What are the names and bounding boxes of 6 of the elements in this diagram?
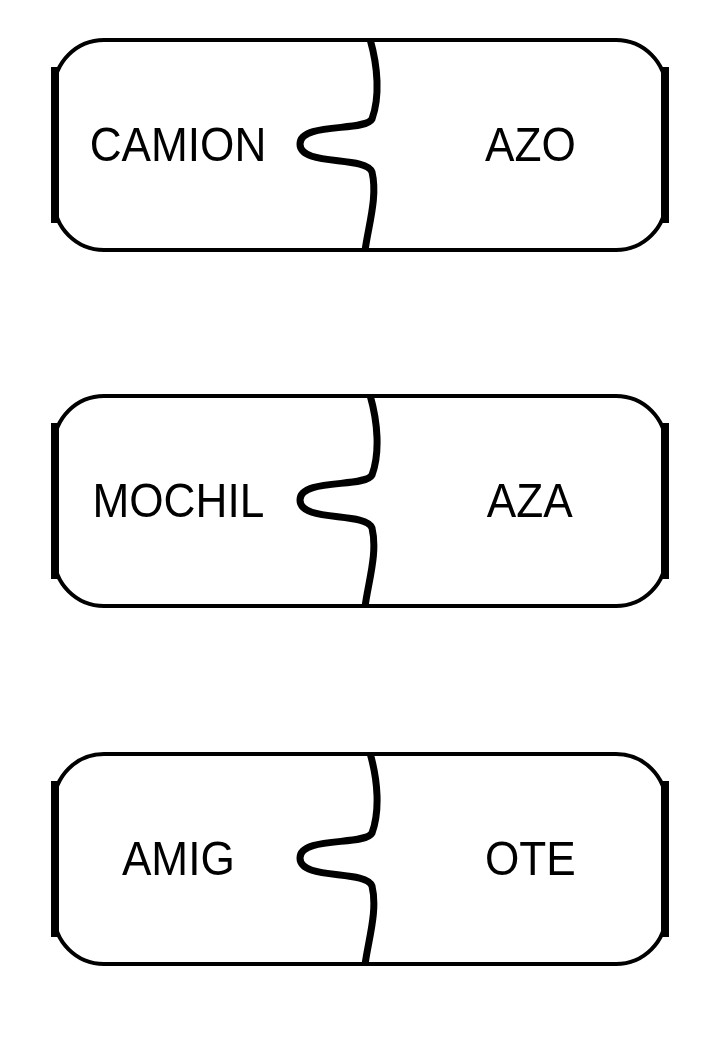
word-part-label: CAMION: [89, 121, 267, 169]
word-part-label: MOCHIL: [92, 477, 264, 525]
word-part-label: AMIG: [121, 835, 235, 883]
word-part-label: OTE: [484, 835, 576, 883]
word-part-label: AZO: [484, 121, 576, 169]
word-part-label: AZA: [487, 477, 573, 525]
